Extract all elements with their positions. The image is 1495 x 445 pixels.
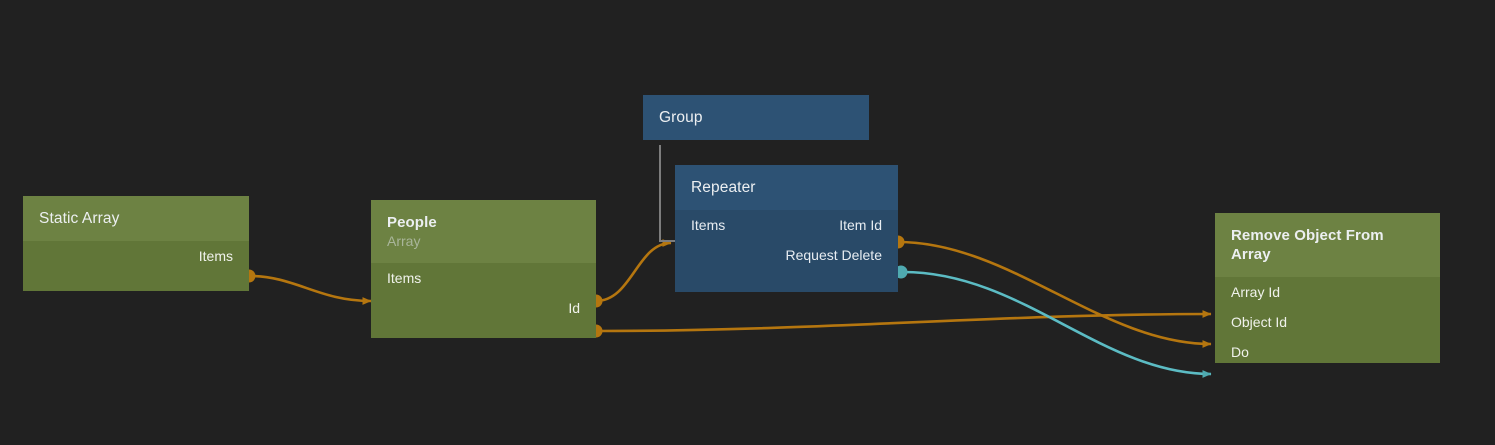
node-group[interactable]: Group bbox=[643, 95, 869, 140]
node-people-body: Items Id bbox=[371, 263, 596, 338]
port-row-static-array-items[interactable]: Items bbox=[23, 241, 249, 271]
node-static-array[interactable]: Static Array Items bbox=[23, 196, 249, 291]
port-label-static-array-items: Items bbox=[198, 248, 233, 264]
port-row-remove-do[interactable]: Do bbox=[1215, 337, 1440, 363]
wire-people-id-to-remove-array-id bbox=[595, 310, 1212, 333]
wire-repeater-request-delete-to-remove-do bbox=[902, 270, 1212, 378]
node-people[interactable]: People Array Items Id bbox=[371, 200, 596, 338]
port-row-people-id-out[interactable]: Id bbox=[371, 293, 596, 323]
port-label-repeater-request-delete: Request Delete bbox=[785, 247, 882, 263]
wire-static-array-items-to-people-items bbox=[248, 274, 372, 305]
node-repeater-title: Repeater bbox=[691, 179, 756, 196]
port-label-people-id-out: Id bbox=[568, 300, 580, 316]
node-static-array-body: Items bbox=[23, 241, 249, 291]
node-remove-object-from-array-title: Remove Object From Array bbox=[1231, 227, 1384, 263]
node-group-header[interactable]: Group bbox=[643, 95, 869, 140]
port-row-repeater-request-delete[interactable]: Request Delete bbox=[675, 240, 898, 270]
node-repeater-body: Items Item Id Request Delete bbox=[675, 210, 898, 292]
port-row-people-items-in[interactable]: Items bbox=[371, 263, 596, 293]
port-row-remove-array-id[interactable]: Array Id bbox=[1215, 277, 1440, 307]
node-people-subtitle: Array bbox=[387, 233, 421, 249]
port-label-repeater-item-id-out: Item Id bbox=[839, 217, 882, 233]
port-label-remove-do: Do bbox=[1231, 344, 1249, 360]
port-label-remove-object-id: Object Id bbox=[1231, 314, 1288, 330]
node-group-title: Group bbox=[659, 109, 703, 126]
wire-people-items-to-repeater-items bbox=[595, 239, 672, 303]
node-repeater-header[interactable]: Repeater bbox=[675, 165, 898, 210]
node-static-array-header[interactable]: Static Array bbox=[23, 196, 249, 241]
wire-repeater-item-id-to-remove-object-id bbox=[897, 240, 1212, 348]
node-static-array-title: Static Array bbox=[39, 210, 120, 227]
port-label-people-items-in: Items bbox=[387, 270, 422, 286]
node-remove-object-from-array[interactable]: Remove Object From Array Array Id Object… bbox=[1215, 213, 1440, 363]
port-row-remove-object-id[interactable]: Object Id bbox=[1215, 307, 1440, 337]
port-label-remove-array-id: Array Id bbox=[1231, 284, 1281, 300]
port-row-repeater-items-itemid[interactable]: Items Item Id bbox=[675, 210, 898, 240]
port-label-repeater-items-in: Items bbox=[691, 217, 726, 233]
node-repeater[interactable]: Repeater Items Item Id Request Delete bbox=[675, 165, 898, 292]
node-people-header[interactable]: People Array bbox=[371, 200, 596, 263]
node-remove-object-from-array-header[interactable]: Remove Object From Array bbox=[1215, 213, 1440, 277]
node-people-title: People bbox=[387, 214, 437, 231]
node-remove-object-from-array-body: Array Id Object Id Do bbox=[1215, 277, 1440, 363]
group-child-connector bbox=[659, 145, 677, 242]
